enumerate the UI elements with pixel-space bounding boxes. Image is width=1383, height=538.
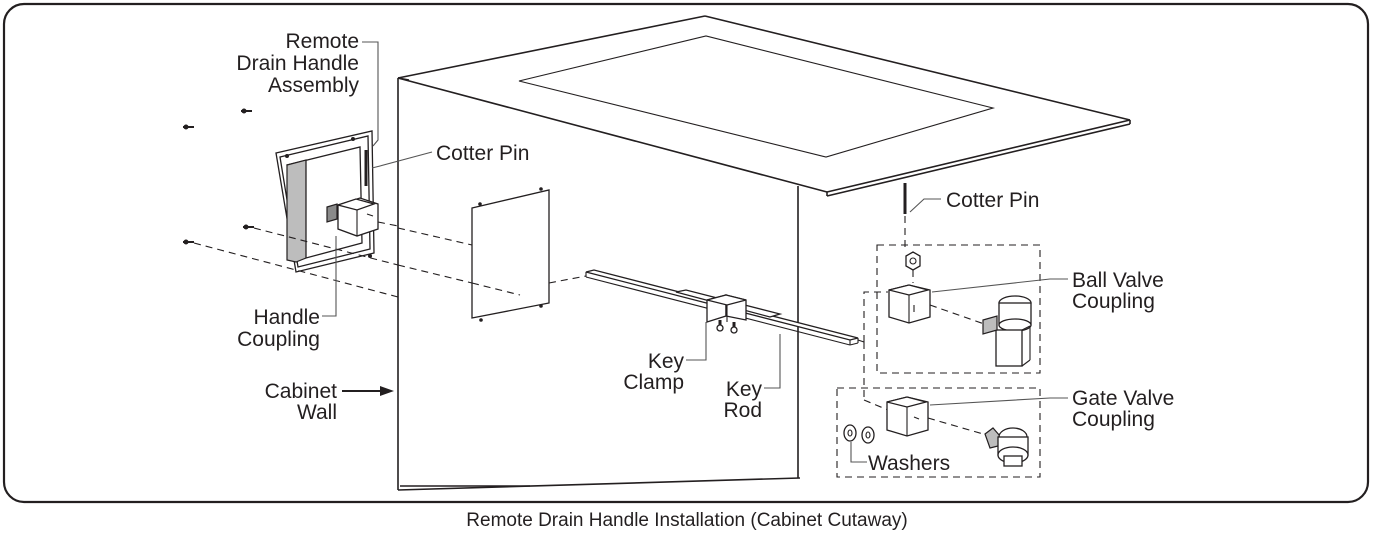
handle-coupling-label-line2: Coupling [237, 328, 320, 351]
washer-1 [843, 424, 857, 442]
handle-coupling-label-line1: Handle [253, 306, 320, 329]
cotter-pin-left-label: Cotter Pin [436, 142, 529, 165]
ball-valve-group [857, 183, 1041, 374]
screw-3 [243, 224, 254, 230]
gate-valve-coupling-label-line2: Coupling [1072, 408, 1155, 431]
remote-drain-handle-label-line2: Drain Handle [236, 52, 359, 75]
gate-valve-coupling-label-line1: Gate Valve [1072, 387, 1174, 410]
diagram-frame [2, 2, 1370, 504]
cotter-pin-right-label: Cotter Pin [946, 189, 1039, 212]
washers-label: Washers [868, 452, 950, 475]
gate-valve-group [836, 342, 1041, 478]
remote-drain-handle-assembly [183, 108, 399, 298]
key-clamp-label-line2: Clamp [623, 371, 684, 394]
key-rod-label-line1: Key [726, 378, 763, 401]
key-rod-assembly [397, 227, 859, 346]
screw-4 [183, 239, 194, 245]
cabinet-wall-arrow [342, 386, 394, 396]
remote-drain-handle-label-line3: Assembly [268, 74, 360, 97]
ball-valve-coupling-label-line1: Ball Valve [1072, 269, 1164, 292]
cabinet-wall-label-line1: Cabinet [265, 380, 338, 403]
figure-caption: Remote Drain Handle Installation (Cabine… [466, 510, 907, 531]
screw-1 [183, 124, 194, 130]
washer-2 [861, 426, 875, 444]
ball-valve-coupling-label-line2: Coupling [1072, 290, 1155, 313]
cabinet [397, 15, 1131, 491]
key-rod-label-line2: Rod [723, 399, 762, 422]
key-clamp-label-line1: Key [648, 350, 685, 373]
cabinet-wall-label-line2: Wall [297, 401, 337, 424]
screw-2 [241, 108, 252, 114]
leader-lines [322, 41, 1068, 463]
remote-drain-handle-label-line1: Remote [285, 30, 359, 53]
